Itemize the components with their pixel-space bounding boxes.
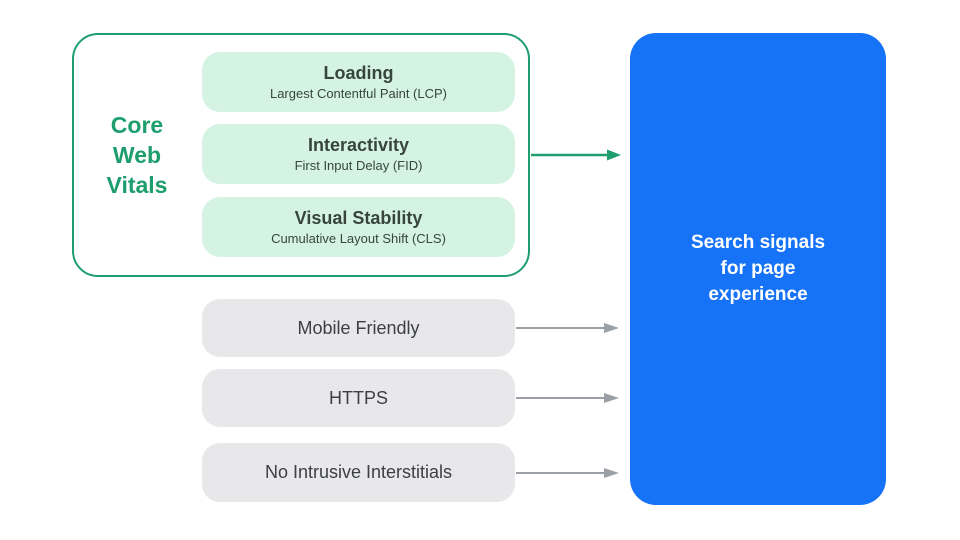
vital-title: Loading: [323, 63, 394, 83]
signal-label: HTTPS: [328, 387, 388, 408]
core-web-vitals-label-line: Web: [112, 142, 162, 168]
search-signals-text-line: Search signals: [690, 232, 826, 253]
core-web-vitals-label: Core Web Vitals: [72, 33, 202, 277]
vital-subtitle: Largest Contentful Paint (LCP): [269, 86, 448, 101]
vital-subtitle: First Input Delay (FID): [294, 158, 423, 173]
signal-pill-no-intrusive-interstitials: No Intrusive Interstitials: [202, 443, 515, 502]
gray-arrow-icon: [516, 323, 619, 333]
gray-arrow-icon: [516, 468, 619, 478]
core-web-vitals-label-line: Core: [110, 112, 164, 138]
search-signals-text-line: for page: [720, 258, 796, 279]
vital-card-interactivity: Interactivity First Input Delay (FID): [202, 124, 515, 184]
green-arrow-icon: [531, 149, 621, 161]
search-signals-text: Search signals for page experience: [691, 230, 825, 308]
vital-card-loading: Loading Largest Contentful Paint (LCP): [202, 52, 515, 112]
signal-label: Mobile Friendly: [297, 317, 420, 338]
vital-card-visual-stability: Visual Stability Cumulative Layout Shift…: [202, 197, 515, 257]
signal-pill-mobile-friendly: Mobile Friendly: [202, 299, 515, 357]
signal-label: No Intrusive Interstitials: [264, 462, 453, 482]
search-signals-box: Search signals for page experience: [630, 33, 886, 505]
vital-subtitle: Cumulative Layout Shift (CLS): [271, 231, 446, 246]
signal-pill-https: HTTPS: [202, 369, 515, 427]
search-signals-text-line: experience: [708, 284, 808, 305]
vital-title: Interactivity: [307, 135, 410, 155]
core-web-vitals-label-line: Vitals: [106, 172, 168, 198]
gray-arrow-icon: [516, 393, 619, 403]
vital-title: Visual Stability: [294, 208, 423, 228]
